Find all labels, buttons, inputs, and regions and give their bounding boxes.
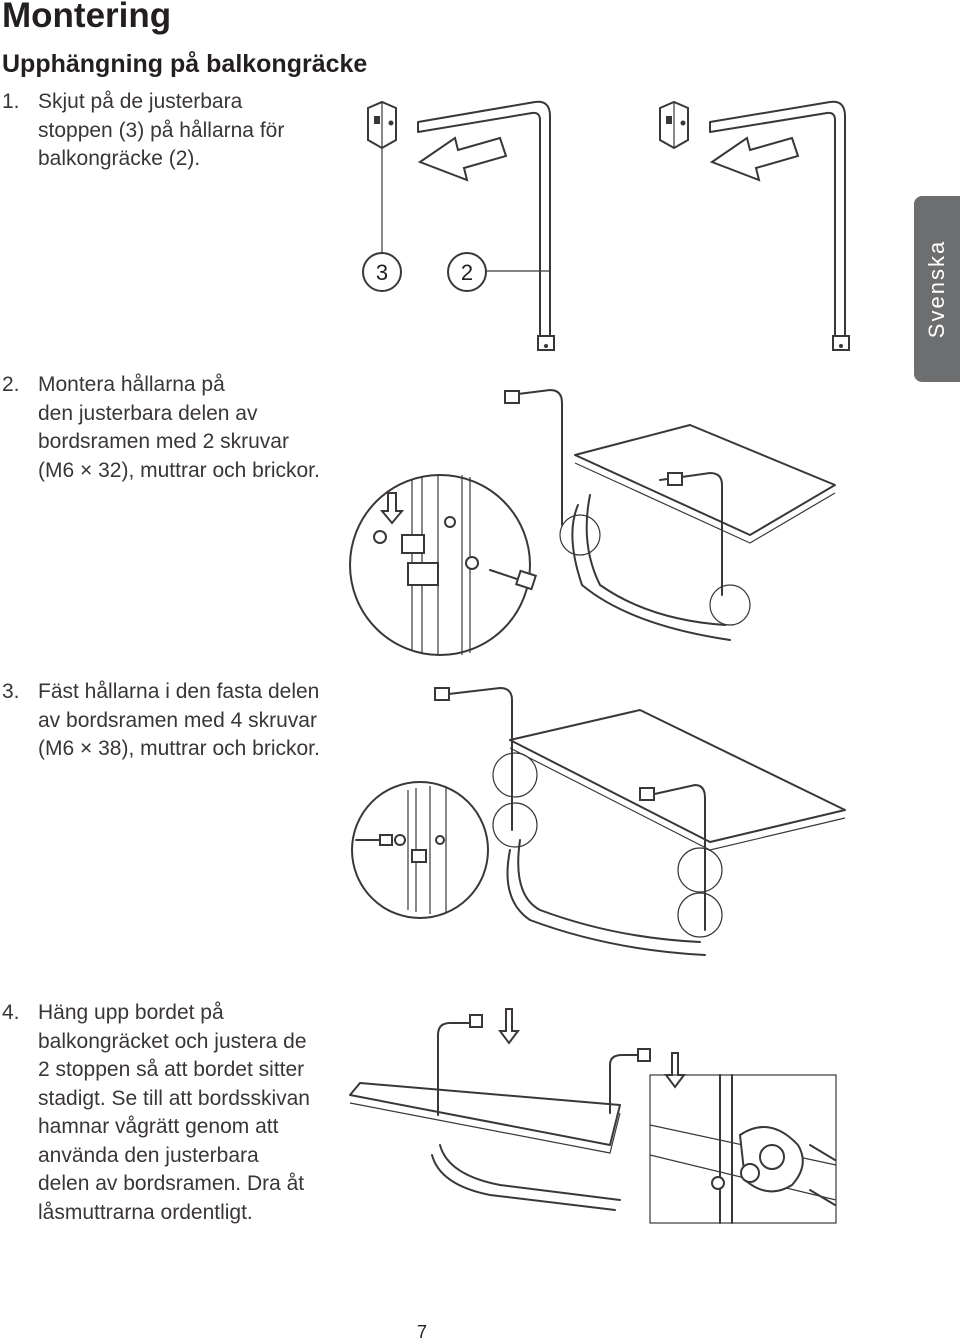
step-text: Häng upp bordet på balkongräcket och jus… [38,999,310,1227]
step-line: 2 stoppen så att bordet sitter [38,1058,305,1081]
down-arrow-icon [379,492,405,525]
step-line: balkongräcket och justera de [38,1029,307,1053]
step-line: balkongräcke (2). [38,147,201,170]
page-title: Montering [2,0,172,35]
callout-label-3: 3 [376,260,388,285]
step-line: (M6 × 38), muttrar och brickor. [38,737,320,760]
detail-view-lock-nuts [649,1074,837,1224]
step-line: använda den justerbara [38,1143,259,1167]
step-line: Skjut på de justerbara [38,90,243,113]
callout-circle-3 [362,252,402,292]
step-line: bordsramen med 2 skruvar [38,430,289,453]
step-number: 4. [2,1001,20,1024]
step-text: Montera hållarna på den justerbara delen… [38,371,320,485]
adjustable-stopper-left [367,100,397,150]
railing-hook-left [417,100,555,351]
callout-label-2: 2 [461,260,473,285]
figure-3-mount-fixed [351,687,846,956]
step-line: hamnar vågrätt genom att [38,1115,279,1138]
step-line: Fäst hållarna i den fasta delen [38,680,320,703]
step-4: 4. Häng upp bordet på balkongräcket och … [2,999,310,1227]
figure-4-hang-on-railing [349,1008,837,1224]
down-arrow-icon [498,1008,520,1045]
step-line: stoppen (3) på hållarna för [38,118,285,142]
page-number: 7 [417,1322,428,1342]
step-3: 3. Fäst hållarna i den fasta delen av bo… [2,678,320,764]
step-line: Häng upp bordet på [38,1001,224,1024]
callout-circle-2 [447,252,487,292]
left-arrow-icon [709,136,800,182]
adjustable-stopper-right [659,100,689,150]
step-line: av bordsramen med 4 skruvar [38,708,317,732]
step-line: låsmuttrarna ordentligt. [38,1200,253,1224]
step-number: 3. [2,680,20,703]
step-line: den justerbara delen av [38,401,258,425]
step-text: Fäst hållarna i den fasta delen av bords… [38,678,320,764]
step-1: 1. Skjut på de justerbara stoppen (3) på… [2,88,284,174]
detail-view-screw-m6x32 [349,474,538,656]
table-on-railing [349,1008,686,1211]
table-overview-step-2 [504,389,836,641]
language-tab: Svenska [914,196,960,382]
figure-1-hook-stopper: 3 2 [362,100,850,351]
railing-hook-right [709,100,850,351]
detail-view-screw-m6x38 [351,781,489,919]
step-line: Montera hållarna på [38,373,225,396]
section-title: Upphängning på balkongräcke [2,50,368,78]
left-arrow-icon [417,136,508,182]
step-line: delen av bordsramen. Dra åt [38,1172,305,1195]
figure-2-mount-adjustable [349,389,836,656]
step-line: (M6 × 32), muttrar och brickor. [38,458,320,482]
step-number: 2. [2,373,20,396]
step-text: Skjut på de justerbara stoppen (3) på hå… [38,88,284,174]
language-tab-label: Svenska [924,239,949,339]
step-2: 2. Montera hållarna på den justerbara de… [2,371,320,485]
step-number: 1. [2,90,20,113]
table-overview-step-3 [434,687,846,956]
step-line: stadigt. Se till att bordsskivan [38,1086,310,1110]
down-arrow-icon [664,1052,686,1089]
